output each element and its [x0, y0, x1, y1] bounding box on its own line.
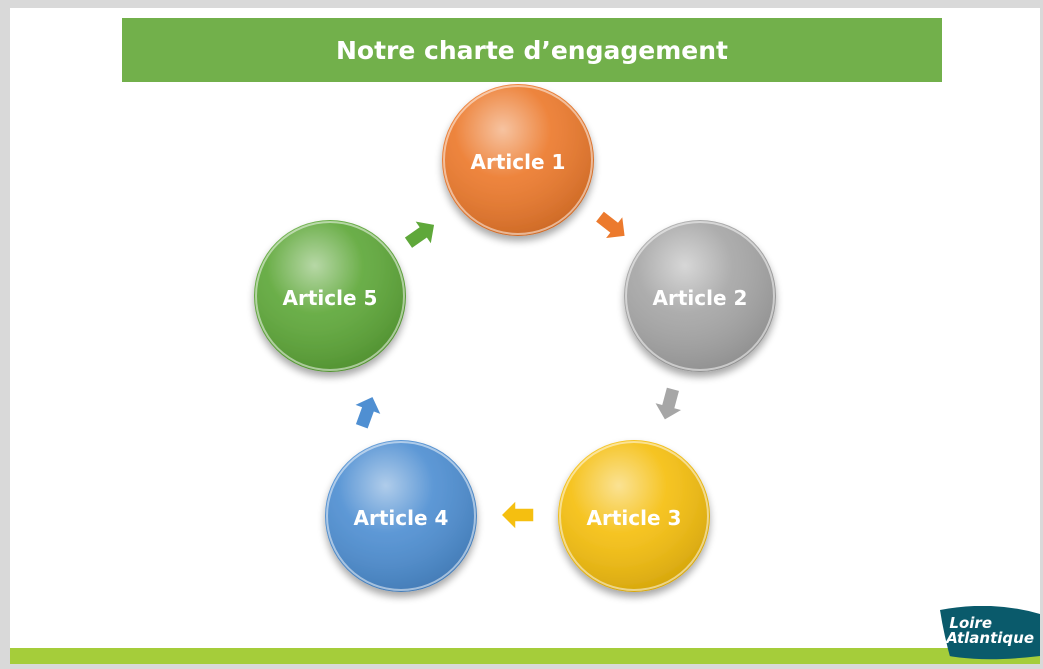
title-bar: Notre charte d’engagement [122, 18, 942, 82]
slide: Notre charte d’engagement Article 1 [10, 8, 1040, 664]
bottom-band [10, 648, 1040, 664]
loire-atlantique-logo: Loire Atlantique [932, 606, 1040, 664]
article-1-label: Article 1 [471, 150, 566, 174]
logo-line-1: Loire [949, 614, 992, 632]
arrow-up-right-icon [402, 219, 436, 250]
article-1-node [442, 84, 594, 236]
diagram-title: Notre charte d’engagement [336, 35, 728, 65]
article-5-label: Article 5 [283, 286, 378, 310]
article-2-label: Article 2 [653, 286, 748, 310]
logo-line-2: Atlantique [946, 629, 1034, 647]
article-3-label: Article 3 [587, 506, 682, 530]
article-2-node [624, 220, 776, 372]
arrow-left-icon [499, 498, 535, 532]
arrow-right-down-icon [594, 209, 627, 241]
article-4-label: Article 4 [354, 506, 449, 530]
article-4-node [325, 440, 477, 592]
arrow-up-icon [351, 395, 384, 431]
article-3-node [558, 440, 710, 592]
cycle-diagram: Article 1 Article 2 Article 3 Article 4 [254, 84, 776, 592]
article-5-node [254, 220, 406, 372]
arrow-down-icon [652, 385, 685, 422]
